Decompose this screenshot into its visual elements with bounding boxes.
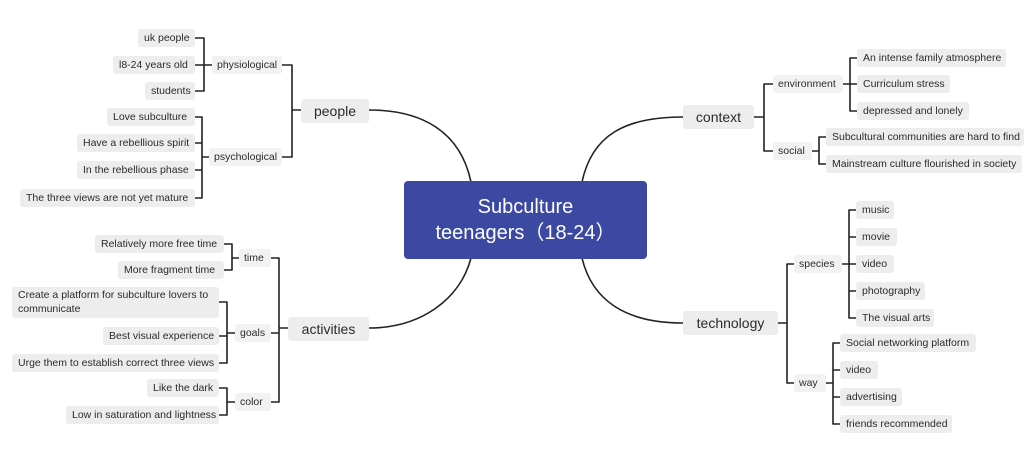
topic-activities[interactable]: activities: [288, 317, 369, 341]
leaf-species-4[interactable]: photography: [856, 282, 925, 300]
central-topic[interactable]: Subculture teenagers（18-24）: [404, 181, 647, 259]
connector-color-leaves: [218, 387, 236, 416]
leaf-goals-1[interactable]: Create a platform for subculture lovers …: [12, 287, 219, 318]
connector-time-leaves: [223, 243, 240, 271]
subtopic-environment[interactable]: environment: [773, 75, 843, 93]
leaf-time-2[interactable]: More fragment time: [118, 261, 224, 279]
leaf-social-1[interactable]: Subcultural communities are hard to find: [826, 128, 1024, 146]
subtopic-way[interactable]: way: [794, 374, 826, 392]
connector-center-technology: [581, 257, 684, 324]
connector-way-leaves: [825, 342, 841, 425]
leaf-physiological-3[interactable]: students: [145, 82, 195, 100]
leaf-environment-3[interactable]: depressed and lonely: [857, 102, 969, 120]
leaf-species-1[interactable]: music: [856, 201, 894, 219]
leaf-environment-2[interactable]: Curriculum stress: [857, 75, 950, 93]
leaf-way-4[interactable]: friends recommended: [840, 415, 952, 433]
leaf-species-3[interactable]: video: [856, 255, 894, 273]
leaf-social-2[interactable]: Mainstream culture flourished in society: [826, 155, 1022, 173]
leaf-color-1[interactable]: Like the dark: [147, 379, 219, 397]
leaf-psychological-3[interactable]: In the rebellious phase: [77, 161, 195, 179]
connector-technology-branches: [777, 263, 795, 384]
connector-activities-branches: [270, 257, 289, 403]
subtopic-physiological[interactable]: physiological: [212, 56, 282, 74]
leaf-way-3[interactable]: advertising: [840, 388, 902, 406]
connector-goals-leaves: [218, 301, 236, 364]
leaf-environment-1[interactable]: An intense family atmosphere: [857, 49, 1006, 67]
connector-physiological-leaves: [194, 37, 213, 92]
leaf-way-1[interactable]: Social networking platform: [840, 334, 976, 352]
connector-species-leaves: [841, 209, 857, 319]
subtopic-species[interactable]: species: [794, 255, 842, 273]
subtopic-time[interactable]: time: [239, 249, 271, 267]
topic-people[interactable]: people: [301, 99, 369, 123]
leaf-psychological-2[interactable]: Have a rebellious spirit: [77, 134, 195, 152]
connector-social-leaves: [811, 136, 827, 165]
leaf-physiological-2[interactable]: l8-24 years old: [113, 56, 195, 74]
leaf-way-2[interactable]: video: [840, 361, 878, 379]
topic-context[interactable]: context: [683, 105, 754, 129]
connector-environment-leaves: [842, 57, 858, 112]
subtopic-social[interactable]: social: [773, 142, 812, 160]
central-topic-line1: Subculture: [477, 196, 574, 218]
leaf-color-2[interactable]: Low in saturation and lightness: [66, 406, 219, 424]
leaf-psychological-4[interactable]: The three views are not yet mature: [20, 189, 195, 207]
connector-people-branches: [281, 64, 302, 158]
central-topic-line2: teenagers（18-24）: [435, 222, 616, 244]
leaf-goals-2[interactable]: Best visual experience: [103, 327, 219, 345]
leaf-species-2[interactable]: movie: [856, 228, 897, 246]
leaf-time-1[interactable]: Relatively more free time: [95, 235, 224, 253]
connector-psychological-leaves: [194, 116, 210, 199]
connector-center-people: [368, 109, 472, 183]
leaf-goals-3[interactable]: Urge them to establish correct three vie…: [12, 354, 219, 372]
connector-context-branches: [753, 83, 774, 152]
subtopic-psychological[interactable]: psychological: [209, 148, 282, 166]
connector-center-activities: [368, 257, 472, 329]
connector-center-context: [581, 116, 684, 183]
leaf-physiological-1[interactable]: uk people: [138, 29, 195, 47]
subtopic-goals[interactable]: goals: [235, 324, 271, 342]
leaf-species-5[interactable]: The visual arts: [856, 309, 934, 327]
leaf-psychological-1[interactable]: Love subculture: [107, 108, 195, 126]
topic-technology[interactable]: technology: [683, 311, 778, 335]
subtopic-color[interactable]: color: [235, 393, 271, 411]
